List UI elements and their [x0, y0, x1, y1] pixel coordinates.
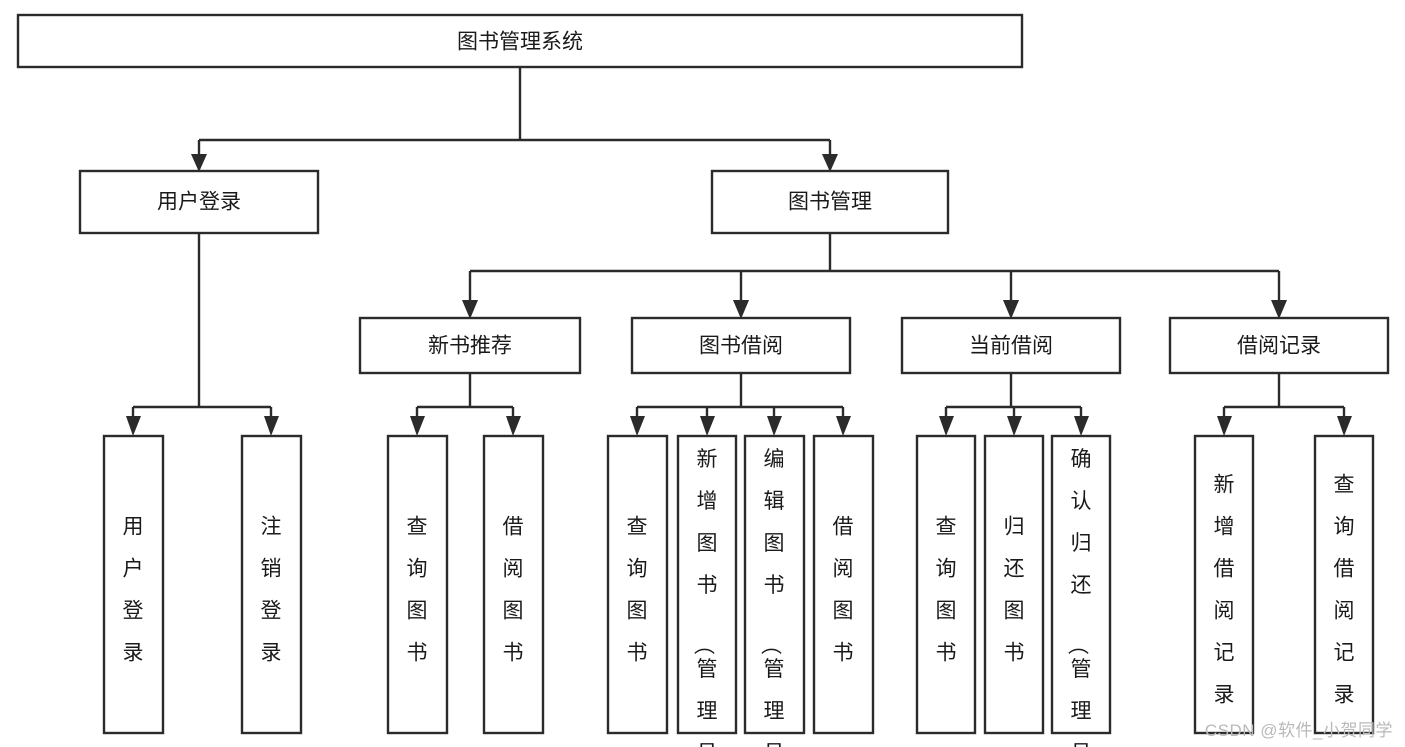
leaf-node[interactable]: 确认归还（管理员） [1050, 434, 1112, 747]
leaf-label-borrow-book-2: 借阅图书 [833, 515, 854, 664]
leaf-box-logout[interactable] [240, 434, 303, 735]
book-borrow-box[interactable] [630, 316, 852, 375]
root-box[interactable] [16, 13, 1024, 69]
arrow-leaf-query-book-1 [410, 416, 425, 436]
leaf-node[interactable]: 新增图书（管理员） [676, 434, 738, 747]
leaf-label-query-book-3: 查询图书 [936, 515, 957, 664]
leaf-label-confirm-return: 确认归还（管理员） [1066, 448, 1092, 747]
leaf-box-confirm-return[interactable] [1050, 434, 1112, 735]
leaf-box-add-record[interactable] [1193, 434, 1255, 735]
leaf-label-logout: 注销登录 [261, 515, 282, 664]
leaf-node[interactable]: 查询借阅记录 [1313, 434, 1375, 735]
book-borrow-label: 图书借阅 [699, 335, 783, 358]
leaf-node[interactable]: 查询图书 [606, 434, 669, 735]
arrow-borrow [733, 300, 749, 319]
leaf-label-add-book: 新增图书（管理员） [692, 448, 718, 747]
new-book-recommend-box[interactable] [358, 316, 582, 375]
connector-layer [126, 67, 1352, 436]
leaf-box-user-login[interactable] [102, 434, 165, 735]
arrow-leaf-query-book-2 [630, 416, 645, 436]
borrow-record-box[interactable] [1168, 316, 1390, 375]
leaf-label-query-book-2: 查询图书 [627, 515, 648, 664]
book-management-box[interactable] [710, 169, 950, 235]
arrow-borrow-record [1271, 300, 1287, 319]
node-current-borrow[interactable]: 当前借阅 [900, 316, 1122, 375]
arrow-leaf-add-record [1217, 416, 1232, 436]
leaf-label-add-record: 新增借阅记录 [1214, 473, 1235, 706]
leaf-node[interactable]: 用户登录 [102, 434, 165, 735]
leaf-label-user-login: 用户登录 [123, 515, 144, 664]
leaf-box-borrow-book-2[interactable] [812, 434, 875, 735]
leaf-node[interactable]: 查询图书 [915, 434, 977, 735]
arrow-leaf-query-book-3 [939, 416, 954, 436]
arrow-leaf-logout [264, 416, 279, 436]
borrow-record-label: 借阅记录 [1237, 335, 1321, 358]
leaf-box-query-book-2[interactable] [606, 434, 669, 735]
leaf-node[interactable]: 编辑图书（管理员） [743, 434, 806, 747]
leaf-box-query-book-3[interactable] [915, 434, 977, 735]
leaf-node[interactable]: 新增借阅记录 [1193, 434, 1255, 735]
leaf-node[interactable]: 借阅图书 [482, 434, 545, 735]
node-book-borrow[interactable]: 图书借阅 [630, 316, 852, 375]
node-user-login[interactable]: 用户登录 [78, 169, 320, 235]
new-book-recommend-label: 新书推荐 [428, 335, 512, 358]
arrow-new-book [462, 300, 478, 319]
leaf-box-add-book[interactable] [676, 434, 738, 735]
leaf-label-query-record: 查询借阅记录 [1334, 473, 1355, 706]
current-borrow-box[interactable] [900, 316, 1122, 375]
node-book-management[interactable]: 图书管理 [710, 169, 950, 235]
leaf-box-query-record[interactable] [1313, 434, 1375, 735]
arrow-current-borrow [1003, 300, 1019, 319]
leaf-box-return-book[interactable] [983, 434, 1045, 735]
node-root[interactable]: 图书管理系统 [16, 13, 1024, 69]
leaf-box-query-book-1[interactable] [386, 434, 449, 735]
leaf-box-edit-book[interactable] [743, 434, 806, 735]
arrow-leaf-add-book [700, 416, 715, 436]
leaf-label-query-book-1: 查询图书 [407, 515, 428, 664]
user-login-box[interactable] [78, 169, 320, 235]
arrow-leaf-borrow-book-2 [836, 416, 851, 436]
node-new-book-recommend[interactable]: 新书推荐 [358, 316, 582, 375]
book-management-label: 图书管理 [788, 191, 872, 214]
arrow-leaf-query-record [1337, 416, 1352, 436]
user-login-label: 用户登录 [157, 191, 241, 214]
leaf-node[interactable]: 归还图书 [983, 434, 1045, 735]
arrow-leaf-user-login [126, 416, 141, 436]
leaf-node[interactable]: 借阅图书 [812, 434, 875, 735]
watermark-text: CSDN @软件_小贺同学 [1204, 721, 1393, 740]
arrow-user-login [191, 154, 207, 172]
current-borrow-label: 当前借阅 [969, 335, 1053, 358]
leaf-label-borrow-book-1: 借阅图书 [503, 515, 524, 664]
leaf-label-edit-book: 编辑图书（管理员） [759, 448, 785, 747]
root-label: 图书管理系统 [457, 31, 583, 54]
leaf-node[interactable]: 查询图书 [386, 434, 449, 735]
leaf-label-return-book: 归还图书 [1004, 515, 1025, 664]
arrow-leaf-confirm-return [1074, 416, 1089, 436]
node-borrow-record[interactable]: 借阅记录 [1168, 316, 1390, 375]
arrow-leaf-borrow-book-1 [506, 416, 521, 436]
arrow-leaf-return-book [1007, 416, 1022, 436]
arrow-book-mgmt [822, 154, 838, 172]
arrow-leaf-edit-book [767, 416, 782, 436]
leaf-box-borrow-book-1[interactable] [482, 434, 545, 735]
leaf-node[interactable]: 注销登录 [240, 434, 303, 735]
